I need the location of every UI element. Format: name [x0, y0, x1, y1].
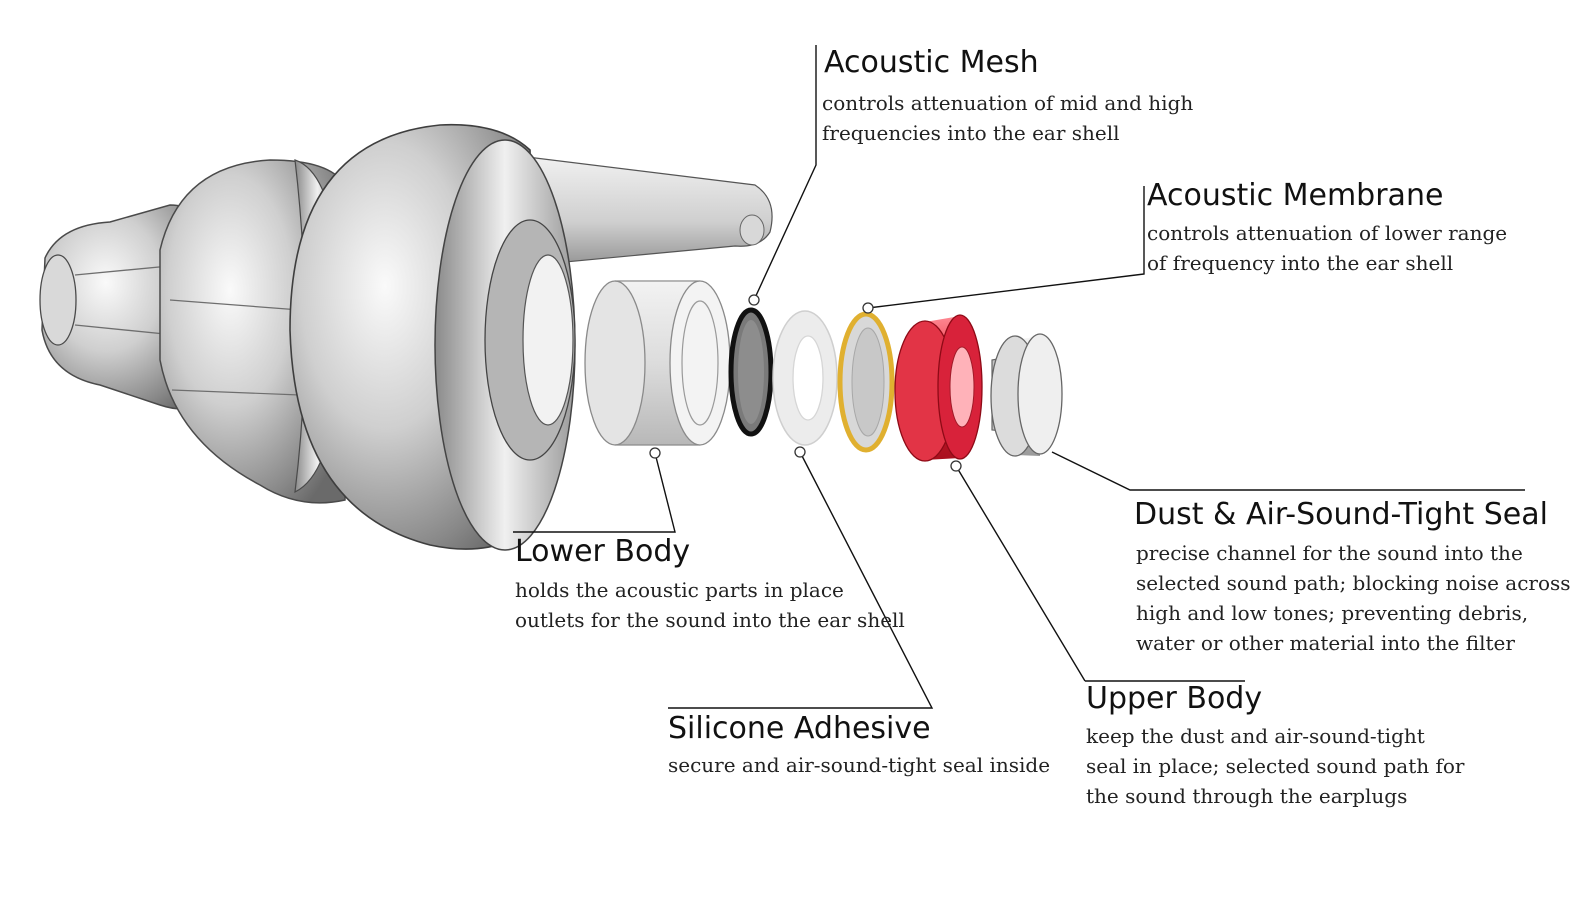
lower-body-desc: holds the acoustic parts in place outlet… — [515, 575, 905, 635]
acoustic-mesh-desc: controls attenuation of mid and high fre… — [822, 88, 1193, 148]
acoustic-membrane-desc-line: controls attenuation of lower range — [1147, 221, 1508, 245]
leader-dots — [649, 294, 962, 472]
silicone-adhesive-title: Silicone Adhesive — [668, 711, 931, 746]
dust-seal-desc: precise channel for the sound into the s… — [1136, 538, 1571, 658]
dust-seal-desc-line: high and low tones; preventing debris, — [1136, 601, 1529, 625]
silicone-adhesive-part — [772, 310, 838, 446]
acoustic-membrane-title: Acoustic Membrane — [1147, 178, 1444, 213]
leader-lines — [513, 45, 1525, 709]
acoustic-membrane-part — [837, 311, 895, 453]
silicone-adhesive-desc: secure and air-sound-tight seal inside — [668, 750, 1050, 780]
dome-bore — [522, 254, 574, 426]
upper-body-part — [894, 314, 983, 462]
upper-body-desc: keep the dust and air-sound-tight seal i… — [1086, 721, 1464, 811]
upper-body-desc-line: keep the dust and air-sound-tight — [1086, 724, 1425, 748]
dust-seal-desc-line: precise channel for the sound into the — [1136, 541, 1523, 565]
acoustic-mesh-desc-line: controls attenuation of mid and high — [822, 91, 1194, 115]
acoustic-membrane-desc: controls attenuation of lower range of f… — [1147, 218, 1507, 278]
lower-body-title: Lower Body — [515, 534, 691, 569]
upper-body-desc-line: the sound through the earplugs — [1086, 784, 1408, 808]
dot-lower-body — [649, 447, 661, 459]
acoustic-mesh-desc-line: frequencies into the ear shell — [822, 121, 1120, 145]
dot-upper-body — [950, 460, 962, 472]
dot-acoustic-mesh — [748, 294, 760, 306]
ear-tip-assembly — [39, 123, 773, 551]
acoustic-mesh-title: Acoustic Mesh — [824, 45, 1039, 80]
stem-knob — [739, 214, 765, 246]
acoustic-membrane-desc-line: of frequency into the ear shell — [1147, 251, 1454, 275]
upper-body-desc-line: seal in place; selected sound path for — [1086, 754, 1465, 778]
front-tip-nozzle — [39, 254, 77, 346]
dust-seal-part — [990, 333, 1063, 457]
dust-seal-desc-line: water or other material into the filter — [1136, 631, 1515, 655]
acoustic-mesh-part — [728, 307, 774, 437]
upper-body-title: Upper Body — [1086, 681, 1263, 716]
dust-seal-title: Dust & Air-Sound-Tight Seal — [1134, 497, 1548, 532]
dot-acoustic-membrane — [862, 302, 874, 314]
silicone-adhesive-desc-line: secure and air-sound-tight seal inside — [668, 753, 1051, 777]
lower-body-desc-line: holds the acoustic parts in place — [515, 578, 844, 602]
lower-body-desc-line: outlets for the sound into the ear shell — [515, 608, 905, 632]
dust-seal-desc-line: selected sound path; blocking noise acro… — [1136, 571, 1571, 595]
lower-body-part — [584, 280, 731, 446]
dot-silicone-adhesive — [794, 446, 806, 458]
